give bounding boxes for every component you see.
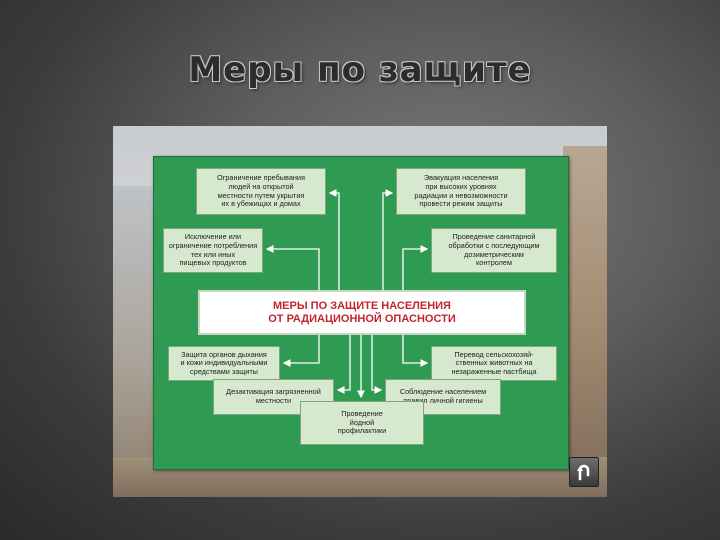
- box-respiratory: Защита органов дыхания и кожи индивидуал…: [168, 346, 280, 381]
- slide-title: Меры по защите: [188, 50, 532, 90]
- return-arrow-icon[interactable]: [569, 457, 599, 487]
- diagram-connectors: [265, 189, 429, 399]
- arrow-livestock: [402, 335, 429, 367]
- box-iodine: Проведение йодной профилактики: [300, 401, 424, 445]
- box-exclude-food: Исключение или ограничение потребления т…: [163, 228, 263, 273]
- arrow-limit-stay: [328, 189, 340, 290]
- box-limit-stay: Ограничение пребывания людей на открытой…: [196, 168, 326, 215]
- background-scene-right: [563, 146, 607, 497]
- box-sanitary: Проведение санитарной обработки с послед…: [431, 228, 557, 273]
- return-arrow-glyph: [577, 464, 590, 481]
- arrow-evacuation: [382, 189, 394, 290]
- slide-image: МЕРЫ ПО ЗАЩИТЕ НАСЕЛЕНИЯ ОТ РАДИАЦИОННОЙ…: [113, 126, 607, 497]
- arrow-exclude-food: [265, 245, 320, 290]
- arrow-sanitary: [402, 245, 429, 290]
- box-evacuation: Эвакуация населения при высоких уровнях …: [396, 168, 526, 215]
- box-livestock: Перевод сельскохозяй- ственных животных …: [431, 346, 557, 381]
- center-title-box: МЕРЫ ПО ЗАЩИТЕ НАСЕЛЕНИЯ ОТ РАДИАЦИОННОЙ…: [198, 290, 526, 335]
- arrow-decontamination: [336, 335, 351, 394]
- protection-diagram: МЕРЫ ПО ЗАЩИТЕ НАСЕЛЕНИЯ ОТ РАДИАЦИОННОЙ…: [153, 156, 569, 470]
- arrow-hygiene: [371, 335, 383, 394]
- background-scene-left: [113, 186, 155, 497]
- arrow-respiratory: [282, 335, 320, 367]
